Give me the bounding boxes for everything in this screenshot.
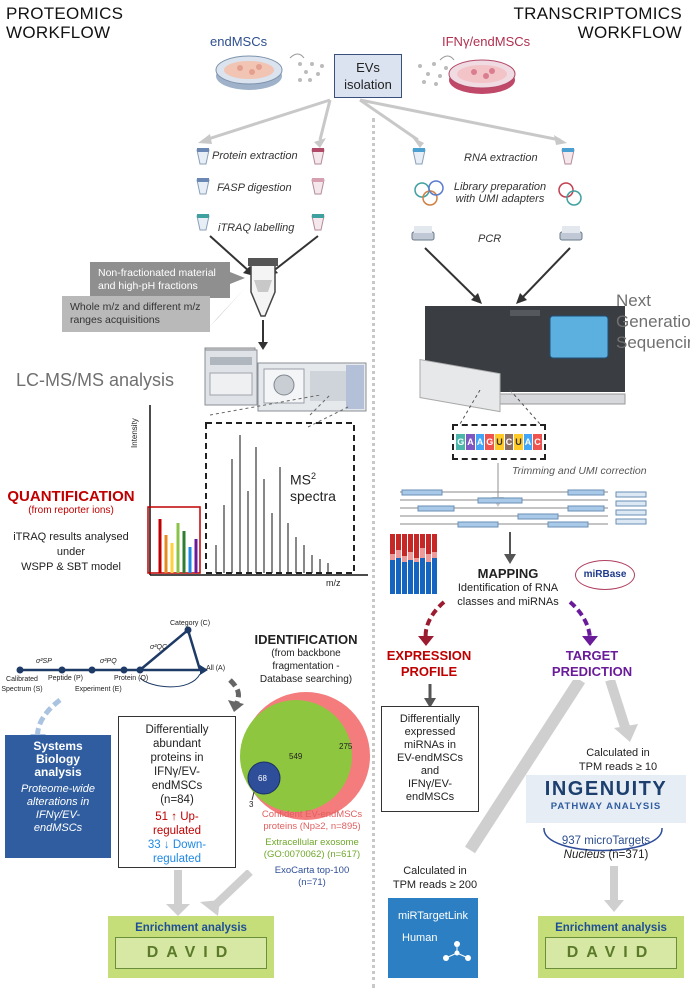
- mapping-bars: [390, 534, 437, 594]
- mapping-arrows: [418, 600, 598, 646]
- seq-base: U: [514, 434, 523, 450]
- sbt-sigma-pq: σ²PQ: [100, 658, 117, 665]
- ingenuity-logo: INGENUITY PATHWAY ANALYSIS: [526, 775, 686, 823]
- ms-spectrum: [147, 395, 368, 576]
- enrichment-analysis-right: Enrichment analysis DAVID: [538, 916, 684, 978]
- venn-count-3: 3: [249, 800, 254, 809]
- seq-base: C: [533, 434, 542, 450]
- step-protein-extraction: Protein extraction: [212, 150, 298, 162]
- mirbase-logo: miRBase: [575, 560, 635, 590]
- ms2-zoom-box: [205, 422, 355, 574]
- quantification-block: QUANTIFICATION (from reporter ions) iTRA…: [7, 488, 135, 573]
- lcms-label: LC-MS/MS analysis: [16, 370, 175, 390]
- sbt-category: Category (C): [170, 620, 211, 627]
- david-logo: DAVID: [545, 937, 677, 969]
- ngs-label: NextGenerationSequencing: [616, 291, 690, 352]
- mirtargetlink-logo: miRTargetLink Human: [388, 898, 478, 978]
- sbt-peptide: Peptide (P): [48, 675, 84, 682]
- sbt-model-diagram: [16, 626, 208, 688]
- ifng-endmscs-label: IFNγ/endMSCs: [442, 34, 531, 49]
- venn-count-549: 549: [289, 752, 303, 761]
- seq-base: C: [504, 434, 514, 450]
- step-pcr: PCR: [478, 233, 502, 245]
- seq-base: G: [485, 434, 495, 450]
- seq-base: A: [466, 434, 475, 450]
- seq-base: A: [475, 434, 485, 450]
- sbt-experiment: Experiment (E): [75, 686, 122, 693]
- target-arrows: [464, 680, 638, 854]
- top-workflow-graphics: [196, 53, 583, 304]
- step-fasp-digestion: FASP digestion: [217, 182, 292, 194]
- mz-axis-label: m/z: [326, 578, 341, 588]
- sbt-protein: Protein (Q): [114, 675, 149, 682]
- microtargets-label: 937 microTargets Nucleus (n=371): [561, 835, 651, 861]
- ngs-machine: [419, 306, 626, 413]
- trimming-label: Trimming and UMI correction: [512, 465, 647, 477]
- reporter-ion-box: [147, 506, 201, 574]
- seq-base: G: [456, 434, 466, 450]
- sbt-all: All (A): [206, 665, 226, 672]
- endmscs-label: endMSCs: [210, 34, 268, 49]
- enrichment-analysis-left: Enrichment analysis DAVID: [108, 916, 274, 978]
- david-logo: DAVID: [115, 937, 267, 969]
- venn-diagram: [240, 692, 370, 820]
- sbt-sigma-sp: σ²SP: [36, 658, 52, 665]
- workflow-divider: [372, 118, 375, 988]
- sbt-sigma-qc: σ²QC: [150, 644, 168, 651]
- intensity-axis-label: Intensity: [130, 418, 139, 448]
- mass-spectrometer: [204, 349, 367, 412]
- seq-base: U: [495, 434, 504, 450]
- step-itraq-labelling: iTRAQ labelling: [218, 222, 295, 234]
- seq-base: A: [523, 434, 533, 450]
- venn-circle-exocarta: [247, 761, 281, 795]
- read-alignment: [400, 489, 647, 528]
- venn-count-275: 275: [339, 742, 353, 751]
- venn-count-68: 68: [258, 774, 267, 783]
- network-icon: [443, 941, 471, 961]
- sequence-box: G A A G U C U A C: [452, 424, 546, 460]
- step-rna-extraction: RNA extraction: [464, 152, 538, 164]
- left-enrichment-arrows: [166, 870, 253, 916]
